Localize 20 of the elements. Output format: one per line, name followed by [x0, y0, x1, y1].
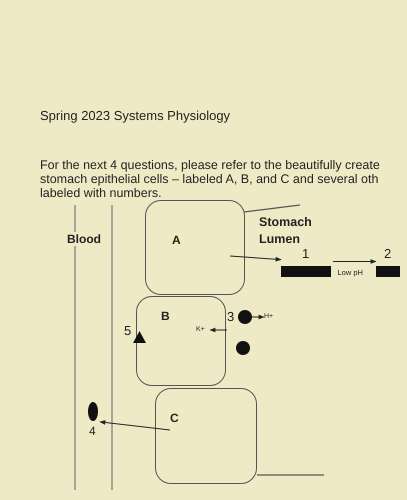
arrow [209, 328, 228, 332]
number-label: 2 [384, 246, 392, 261]
pump-symbol [236, 341, 250, 355]
heading: Spring 2023 Systems Physiology [40, 108, 230, 123]
number-label: 4 [89, 424, 96, 438]
number-label: 5 [124, 323, 132, 338]
arrow [99, 420, 170, 430]
instructions-text: For the next 4 questions, please refer to the beautifully create stomach epithelial cells – labeled A, B, and C and several oth labeled with numbers. [40, 158, 381, 200]
cell-letter: C [170, 411, 179, 425]
cell-outline [145, 200, 245, 295]
region-label: Stomach Lumen [259, 214, 313, 248]
arrow [332, 259, 377, 264]
number-label: 3 [227, 309, 234, 324]
cell-outline [155, 388, 257, 484]
region-label: Blood [66, 232, 102, 246]
number-label: 1 [302, 246, 310, 261]
arrow [230, 256, 282, 262]
cell-letter: B [161, 309, 170, 323]
arrow [252, 314, 265, 320]
cell-letter: A [172, 233, 181, 247]
